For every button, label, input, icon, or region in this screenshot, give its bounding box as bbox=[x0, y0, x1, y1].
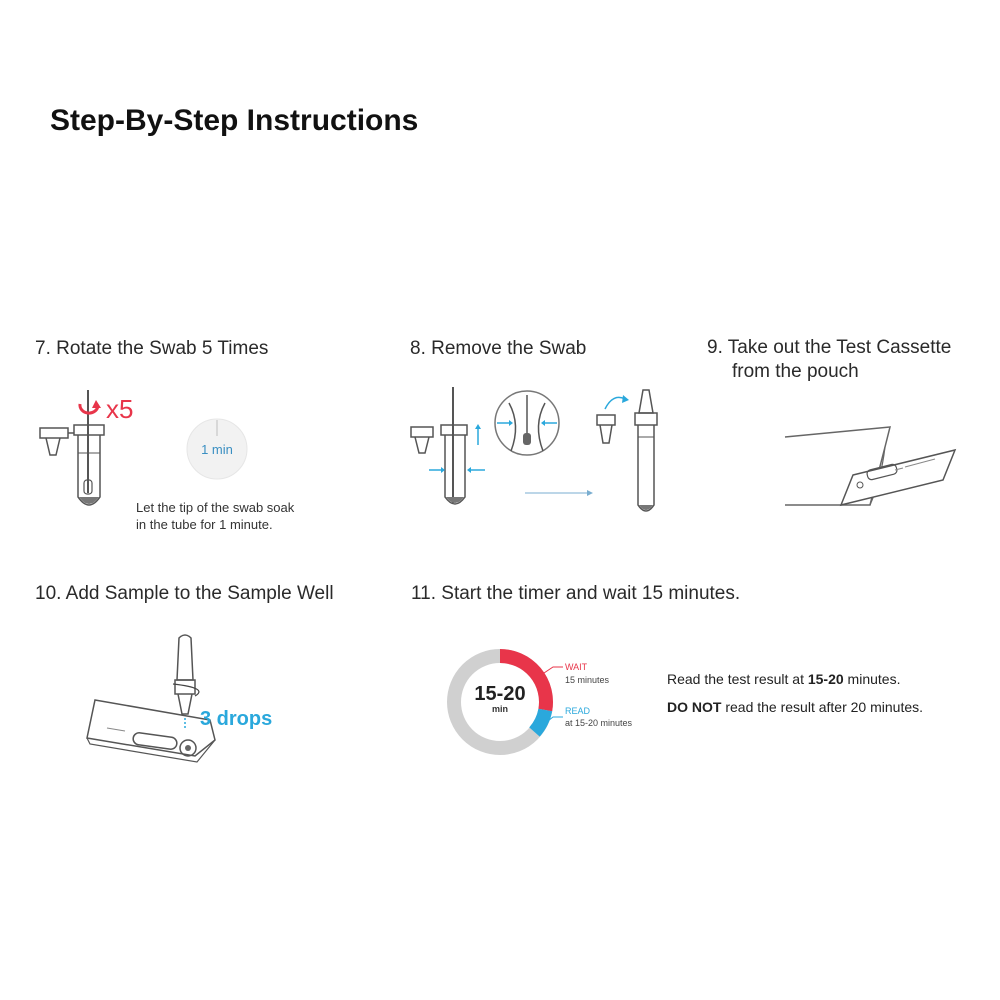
line2-suffix: read the result after 20 minutes. bbox=[721, 699, 924, 715]
read-sub: at 15-20 minutes bbox=[565, 718, 633, 728]
dial-value: 15-20 bbox=[474, 683, 526, 705]
dropper-cassette-illustration bbox=[86, 634, 216, 763]
line1-bold: 15-20 bbox=[807, 671, 844, 687]
step-8-heading: 8. Remove the Swab bbox=[410, 338, 587, 359]
result-instruction-line2: DO NOT read the result after 20 minutes. bbox=[667, 699, 923, 715]
step-9-heading-line1: 9. Take out the Test Cassette bbox=[707, 337, 952, 358]
line2-bold: DO NOT bbox=[667, 699, 722, 715]
swab-tube-illustration bbox=[39, 390, 105, 506]
rotate-count: x5 bbox=[106, 394, 134, 424]
line1-suffix: minutes. bbox=[843, 671, 901, 687]
remove-swab-illustration bbox=[410, 387, 658, 512]
step-10-heading: 10. Add Sample to the Sample Well bbox=[35, 583, 334, 604]
result-instruction-line1: Read the test result at 15-20 minutes. bbox=[667, 671, 900, 687]
step-9-heading-line2: from the pouch bbox=[732, 361, 859, 382]
page-title: Step-By-Step Instructions bbox=[50, 104, 419, 137]
rotate-icon bbox=[78, 400, 101, 415]
step-7-heading: 7. Rotate the Swab 5 Times bbox=[35, 338, 269, 359]
line1-prefix: Read the test result at bbox=[667, 671, 808, 687]
timer-dial-icon bbox=[447, 649, 563, 755]
drops-count: 3 drops bbox=[200, 708, 273, 730]
timer-label: 1 min bbox=[201, 442, 233, 457]
dial-unit: min bbox=[491, 704, 508, 714]
wait-label: WAIT bbox=[565, 662, 588, 672]
step-11-heading: 11. Start the timer and wait 15 minutes. bbox=[411, 583, 741, 604]
step-7-caption-line1: Let the tip of the swab soak bbox=[136, 500, 295, 515]
wait-sub: 15 minutes bbox=[565, 675, 610, 685]
timer-circle-icon bbox=[186, 418, 248, 480]
test-cassette-pouch-illustration bbox=[784, 426, 957, 507]
read-label: READ bbox=[565, 706, 591, 716]
step-7-caption-line2: in the tube for 1 minute. bbox=[136, 517, 273, 532]
